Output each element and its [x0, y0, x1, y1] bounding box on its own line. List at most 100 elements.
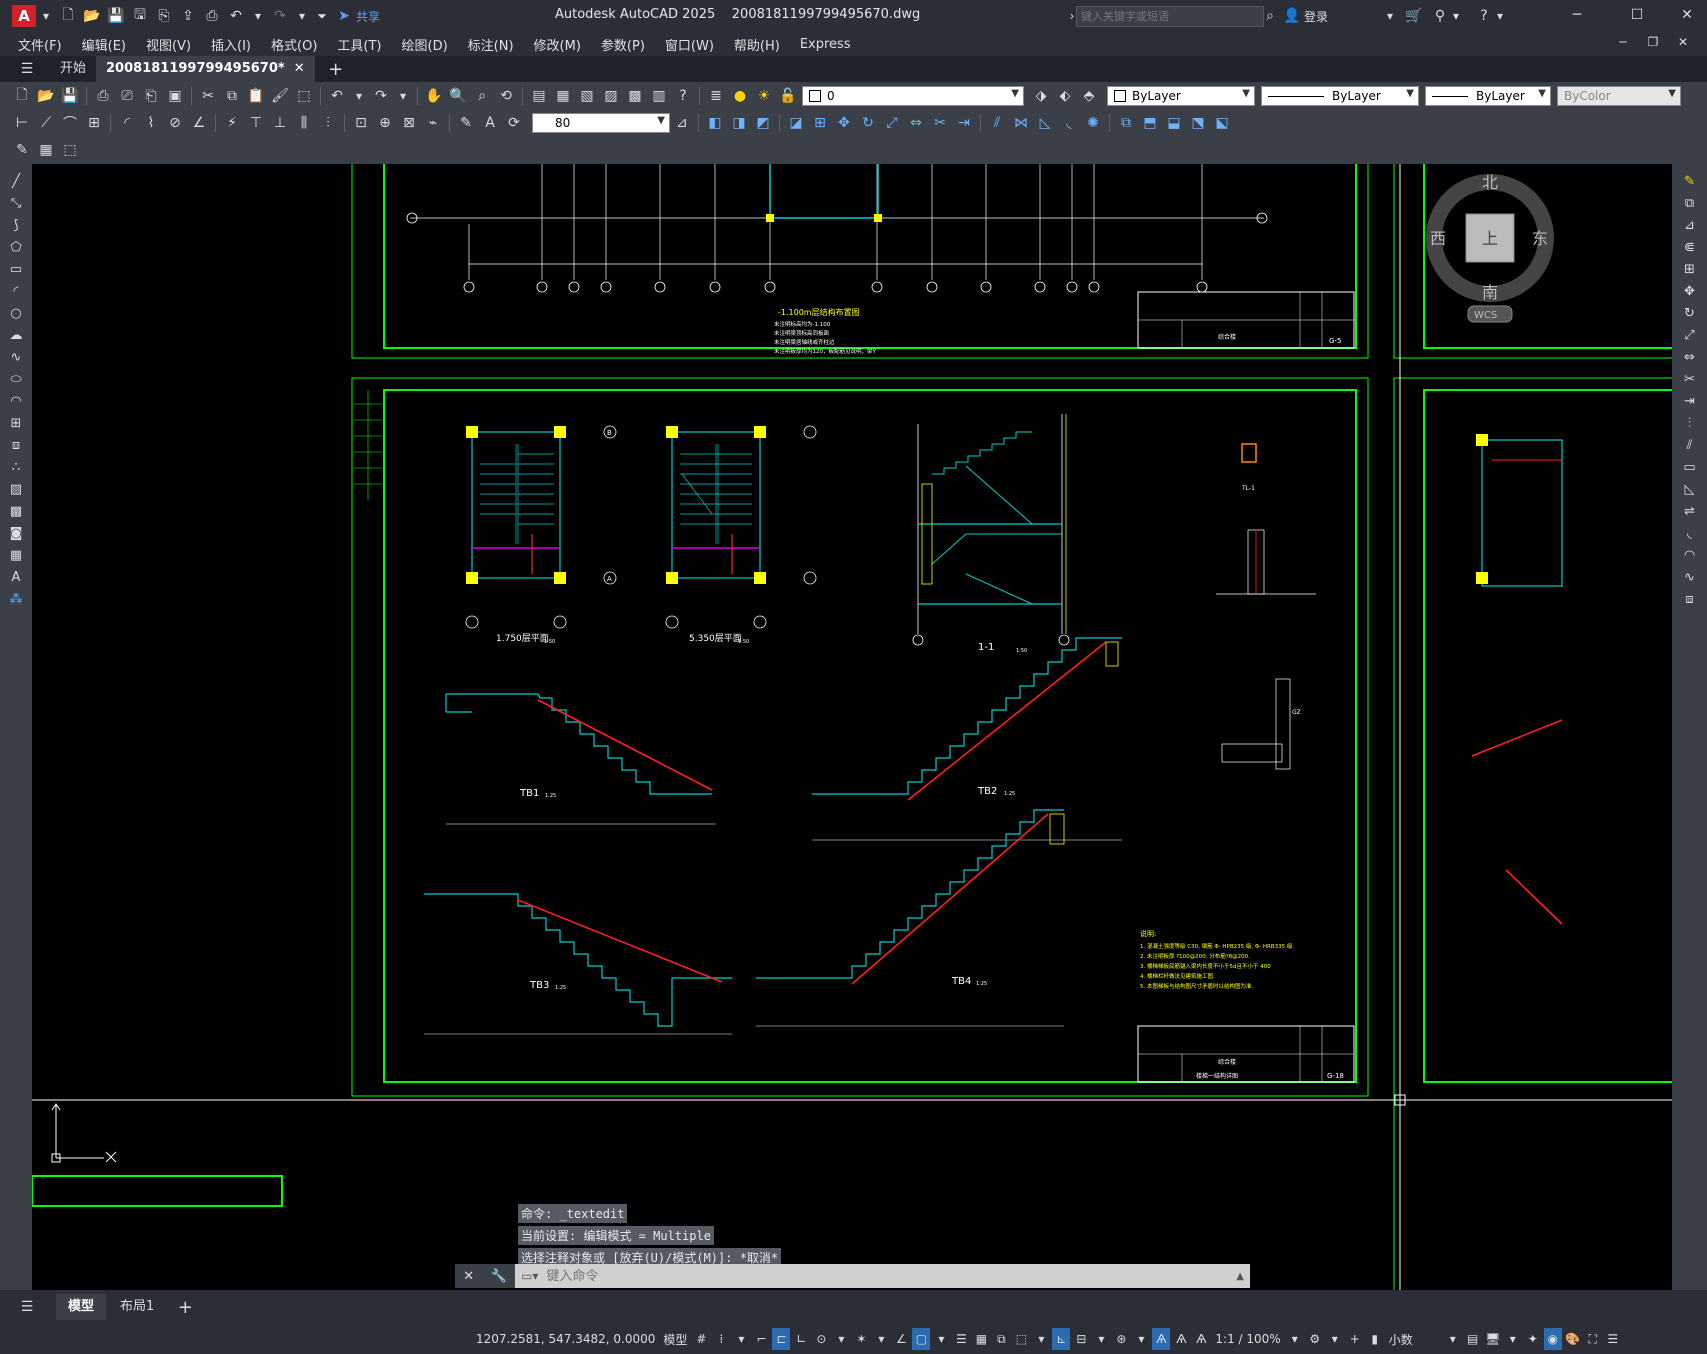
explode-icon[interactable]: ✺ — [1087, 115, 1099, 131]
zoom-window-icon[interactable]: ⌕ — [478, 88, 486, 104]
move-icon[interactable]: ✥ — [838, 115, 850, 131]
scale-palette-icon[interactable]: ⤢ — [1684, 327, 1695, 343]
qat-customize-icon[interactable]: ⏷ — [317, 8, 327, 23]
inspection-icon[interactable]: ⊠ — [403, 115, 415, 131]
search-icon[interactable]: ⌕ — [1266, 8, 1274, 24]
make-block-icon[interactable]: ⧈ — [11, 437, 21, 453]
construction-line-icon[interactable]: ⤡ — [10, 195, 22, 211]
table-icon[interactable]: ▦ — [9, 547, 23, 563]
isodraft-icon[interactable]: ✶ — [856, 1332, 867, 1346]
save-icon[interactable]: 💾 — [107, 8, 125, 24]
open-file-icon[interactable]: 📂 — [83, 8, 101, 24]
menu-draw[interactable]: 绘图(D) — [401, 38, 448, 54]
join-palette-icon[interactable]: ▭ — [1683, 459, 1696, 475]
send-back-icon[interactable]: ⬓ — [1167, 115, 1181, 131]
new-tab-plus-icon[interactable]: + — [328, 58, 344, 80]
dim-arc-icon[interactable]: ⌒ — [63, 116, 77, 132]
attribute-edit-icon[interactable]: ✎ — [16, 142, 28, 158]
menu-file[interactable]: 文件(F) — [18, 38, 62, 54]
blend-palette-icon[interactable]: ◟ — [1686, 525, 1693, 541]
signin-dropdown-icon[interactable]: ▾ — [1386, 9, 1394, 23]
command-prompt-icon[interactable]: ▭▾ — [521, 1269, 539, 1283]
move-palette-icon[interactable]: ✥ — [1684, 283, 1695, 299]
infer-constraints-icon[interactable]: ⌐ — [756, 1332, 767, 1346]
redo-icon[interactable]: ↷ — [274, 8, 286, 24]
app-menu-chevron-icon[interactable]: ▾ — [42, 9, 50, 23]
copy-object-icon[interactable]: ◨ — [732, 115, 746, 131]
iso-dropdown-icon[interactable]: ▾ — [878, 1332, 885, 1346]
snap-dropdown-icon[interactable]: ▾ — [738, 1332, 745, 1346]
region-icon[interactable]: ◙ — [9, 525, 23, 541]
rectangle-icon[interactable]: ▭ — [9, 261, 23, 277]
tool-palettes-icon[interactable]: ▧ — [580, 88, 594, 104]
dim-space-icon[interactable]: ⫼ — [300, 115, 308, 131]
gradient-icon[interactable]: ▩ — [9, 503, 23, 519]
dim-style-combo[interactable]: 80 ▼ — [532, 113, 670, 133]
osnap-dropdown-icon[interactable]: ▾ — [938, 1332, 945, 1346]
menu-edit[interactable]: 编辑(E) — [81, 38, 126, 54]
polyline-icon[interactable]: ⟆ — [13, 217, 19, 233]
auto-scale-icon[interactable]: Ѧ — [1176, 1332, 1187, 1346]
app-logo[interactable]: A — [12, 5, 36, 27]
polar-icon[interactable]: ⊙ — [816, 1332, 827, 1346]
plotstyle-combo[interactable]: ByColor ▼ — [1557, 86, 1681, 106]
help-tool-icon[interactable]: ? — [679, 88, 687, 104]
insert-block-icon[interactable]: ⊞ — [10, 415, 22, 431]
quick-properties-icon[interactable]: ▤ — [1467, 1332, 1479, 1346]
join-icon[interactable]: ⋈ — [1014, 115, 1028, 131]
grid-icon[interactable]: # — [696, 1332, 707, 1346]
add-layout-plus-icon[interactable]: + — [177, 1296, 193, 1318]
annotation-scale-value[interactable]: 1:1 / 100% — [1215, 1332, 1281, 1346]
attribute-manager-icon[interactable]: ⬚ — [63, 142, 77, 158]
undo-tool-dropdown-icon[interactable]: ▾ — [355, 89, 363, 103]
dynamic-ucs-icon[interactable]: ⊾ — [1052, 1328, 1071, 1350]
block-attribute-icon[interactable]: ▦ — [39, 142, 53, 158]
snap-icon[interactable]: ⁞ — [719, 1332, 724, 1346]
offset-icon[interactable]: ◪ — [789, 115, 803, 131]
menu-view[interactable]: 视图(V) — [145, 38, 192, 54]
copy-icon[interactable]: ⧉ — [227, 88, 237, 104]
erase-palette-icon[interactable]: ✎ — [1684, 173, 1695, 189]
redo-dropdown-icon[interactable]: ▾ — [298, 9, 306, 23]
rotate-palette-icon[interactable]: ↻ — [1684, 305, 1695, 321]
fillet-palette-icon[interactable]: ⇌ — [1684, 503, 1695, 519]
offset-palette-icon[interactable]: ⋐ — [1684, 239, 1695, 255]
workspace-dropdown-icon[interactable]: ▾ — [1331, 1332, 1338, 1346]
jogged-linear-icon[interactable]: ⌁ — [428, 115, 438, 131]
plot-icon[interactable]: ⎙ — [206, 8, 218, 24]
layer-properties-icon[interactable]: ≣ — [710, 88, 722, 104]
dim-edit-icon[interactable]: ✎ — [460, 115, 472, 131]
help-icon[interactable]: ? — [1480, 8, 1488, 24]
dim-break-icon[interactable]: ⫶ — [326, 115, 330, 131]
dim-linear-icon[interactable]: ⊢ — [15, 115, 29, 131]
viewcube-north[interactable]: 北 — [1482, 173, 1498, 192]
dim-baseline-icon[interactable]: ⊤ — [249, 115, 263, 131]
command-input[interactable] — [544, 1264, 1237, 1288]
open-web-icon[interactable]: ⎘ — [158, 8, 170, 24]
lineweight-combo[interactable]: ByLayer ▼ — [1425, 86, 1551, 106]
zoom-realtime-icon[interactable]: 🔍 — [449, 88, 467, 104]
center-mark-icon[interactable]: ⊕ — [379, 115, 391, 131]
break-palette-icon[interactable]: ⫽ — [1686, 437, 1693, 453]
menu-modify[interactable]: 修改(M) — [533, 38, 581, 54]
menu-dimension[interactable]: 标注(N) — [467, 38, 514, 54]
viewcube-ring[interactable] — [1426, 174, 1554, 302]
cut-icon[interactable]: ✂ — [202, 88, 214, 104]
share-icon[interactable]: ➤ — [338, 8, 350, 24]
dim-angular-icon[interactable]: ∠ — [192, 115, 206, 131]
signin-button[interactable]: 登录 — [1304, 10, 1329, 24]
clean-screen-icon[interactable]: ⛶ — [1588, 1331, 1597, 1346]
revision-cloud-icon[interactable]: ☁ — [9, 327, 23, 343]
mirror-palette-icon[interactable]: ⊿ — [1684, 217, 1695, 233]
layer-combo[interactable]: 0 ▼ — [802, 86, 1024, 106]
scale-icon[interactable]: ⤢ — [886, 115, 898, 131]
lineweight-icon[interactable]: ☰ — [956, 1332, 967, 1346]
polygon-icon[interactable]: ⬠ — [10, 239, 22, 255]
paste-icon[interactable]: 📋 — [247, 88, 265, 104]
match-properties-icon[interactable]: 🖌 — [271, 88, 289, 104]
chamfer-palette-icon[interactable]: ◺ — [1684, 481, 1695, 497]
ellipse-icon[interactable]: ⬭ — [10, 371, 22, 387]
color-combo[interactable]: ByLayer ▼ — [1107, 86, 1255, 106]
anno-scale-dropdown-icon[interactable]: ▾ — [1291, 1332, 1298, 1346]
fillet-icon[interactable]: ◟ — [1066, 115, 1072, 131]
